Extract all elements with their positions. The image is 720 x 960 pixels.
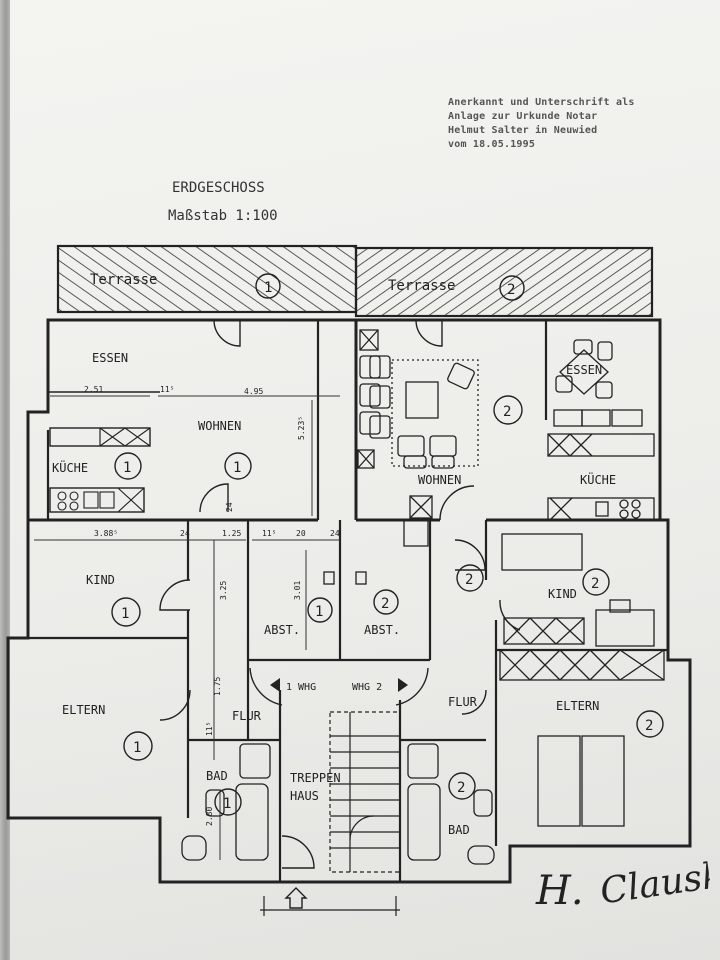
unit-2-marker: 2 [507,282,515,298]
dimension-label: 11⁵ [160,385,174,394]
terrace-left [56,244,358,314]
unit-2-marker: 2 [457,780,465,796]
dimension-label: 1.25 [222,529,241,538]
room-label-abst: ABST. [264,623,300,637]
plan-title: ERDGESCHOSS [172,180,265,196]
dimension-label: 2.80 [205,807,214,826]
unit-2-marker: 2 [465,572,473,588]
dimension-label: 5.23⁵ [297,416,306,440]
dimension-label: 2.51 [84,385,103,394]
unit-1-marker: 1 [233,460,241,476]
stamp-line-2: Anlage zur Urkunde Notar [448,111,598,122]
dimension-label: 20 [296,529,306,538]
room-label-kueche: KÜCHE [52,459,88,475]
dimension-label: 24 [330,529,340,538]
room-label-kind: KIND [86,573,115,587]
dimension-label: 24 [180,529,190,538]
room-label-essen: ESSEN [92,351,128,365]
room-label-flur: FLUR [232,709,262,723]
unit-1-marker: 1 [223,796,231,812]
terrace-left-label: Terrasse [90,272,157,288]
terrace-right-label: Terrasse [388,278,455,294]
apartment-1-label: 1 WHG [286,682,316,693]
dimension-label: 3.88⁵ [94,529,118,538]
unit-1-marker: 1 [133,740,141,756]
notary-stamp: Anerkannt und Unterschrift als Anlage zu… [448,96,635,152]
room-label-eltern: ELTERN [556,699,599,713]
unit-1-marker: 1 [315,604,323,620]
stamp-line-4: vom 18.05.1995 [448,139,536,150]
room-label-eltern: ELTERN [62,703,105,717]
room-label-abst: ABST. [364,623,400,637]
room-label-kueche: KÜCHE [580,471,616,487]
room-label-flur: FLUR [448,695,478,709]
unit-1-marker: 1 [264,280,272,296]
dimension-label: 1.75 [213,677,222,696]
unit-2-marker: 2 [591,576,599,592]
unit-2-marker: 2 [503,404,511,420]
dimension-label: 11⁵ [205,722,214,736]
unit-2-marker: 2 [381,596,389,612]
dimension-label: 11⁵ [262,529,276,538]
dimension-label: 3.01 [293,581,302,600]
room-label-kind: KIND [548,587,577,601]
signature-initial: H. [536,868,584,914]
room-label-bad: BAD [206,769,228,783]
unit-1-marker: 1 [123,460,131,476]
room-label-essen: ESSEN [566,363,602,377]
stamp-line-1: Anerkannt und Unterschrift als [448,97,635,108]
unit-1-marker: 1 [121,606,129,622]
plan-scale: Maßstab 1:100 [168,208,278,224]
apartment-2-label: WHG 2 [352,682,382,693]
room-label-wohnen: WOHNEN [418,473,461,487]
room-label-wohnen: WOHNEN [198,419,241,433]
terrace-right [354,246,654,318]
stamp-line-3: Helmut Salter in Neuwied [448,125,598,136]
dimension-label: 4.95 [244,387,263,396]
dimension-label: 24 [225,502,234,512]
room-label-treppenhaus: TREPPEN [290,771,341,785]
dimension-label: 3.25 [219,581,228,600]
unit-2-marker: 2 [645,718,653,734]
room-label-bad: BAD [448,823,470,837]
room-label-treppenhaus: HAUS [290,789,319,803]
